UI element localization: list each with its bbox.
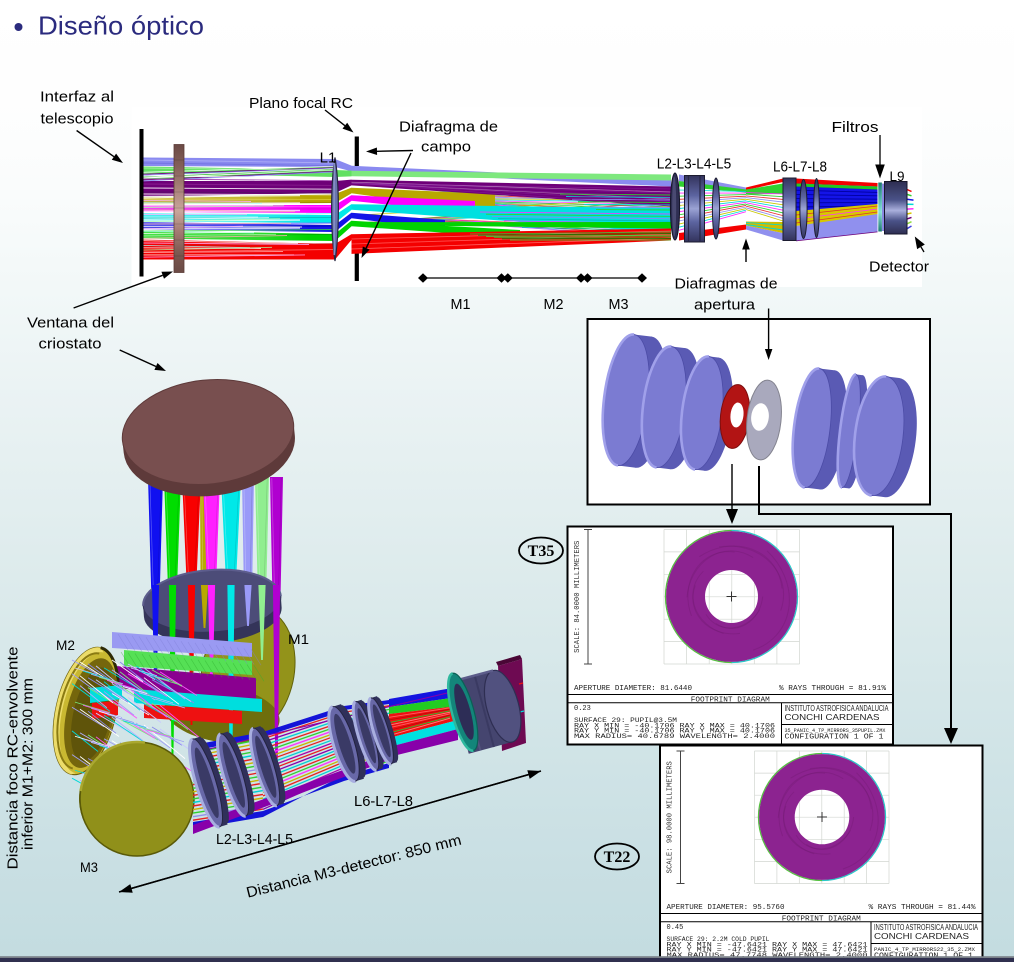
svg-text:FOOTPRINT DIAGRAM: FOOTPRINT DIAGRAM — [691, 696, 770, 704]
svg-text:CONFIGURATION 1 OF 1: CONFIGURATION 1 OF 1 — [785, 733, 884, 741]
svg-text:L6-L7-L8: L6-L7-L8 — [773, 159, 827, 176]
svg-text:RAY X MIN = -40.1706 RAY X MA: RAY X MIN = -40.1706 RAY X MAX = 40.1706 — [574, 722, 776, 729]
svg-text:Distancia foco RC-envolvente: Distancia foco RC-envolvente — [5, 647, 22, 870]
svg-text:RAY Y MIN = -47.6421 RAY Y MA: RAY Y MIN = -47.6421 RAY Y MAX = 47.6421 — [667, 947, 869, 954]
svg-text:L9: L9 — [889, 169, 904, 184]
svg-text:M2: M2 — [56, 637, 75, 653]
svg-text:apertura: apertura — [694, 297, 756, 314]
svg-text:% RAYS THROUGH = 81.91%: % RAYS THROUGH = 81.91% — [779, 685, 887, 693]
svg-text:35_PANIC_4_TP_MIRRORS_35PUPIL.: 35_PANIC_4_TP_MIRRORS_35PUPIL.ZMX — [785, 727, 886, 734]
svg-text:SURFACE 29: 2.2M COLD PUPIL: SURFACE 29: 2.2M COLD PUPIL — [667, 936, 770, 943]
svg-text:MAX RADIUS= 40.6789 WAVELENG: MAX RADIUS= 40.6789 WAVELENGTH= 2.4000 — [574, 733, 776, 740]
svg-text:campo: campo — [421, 139, 471, 156]
svg-text:INSTITUTO ASTROFISICA ANDALUCI: INSTITUTO ASTROFISICA ANDALUCIA — [874, 923, 979, 932]
svg-text:INSTITUTO ASTROFISICA ANDALUCI: INSTITUTO ASTROFISICA ANDALUCIA — [785, 704, 890, 713]
svg-text:L2-L3-L4-L5: L2-L3-L4-L5 — [216, 832, 293, 848]
svg-text:T22: T22 — [604, 849, 631, 866]
svg-text:RAY X MIN = -47.6421 RAY X MA: RAY X MIN = -47.6421 RAY X MAX = 47.6421 — [667, 941, 869, 948]
svg-text:0.45: 0.45 — [667, 924, 684, 932]
svg-text:% RAYS THROUGH = 81.44%: % RAYS THROUGH = 81.44% — [869, 904, 977, 912]
svg-text:0.23: 0.23 — [574, 705, 591, 713]
svg-text:T35: T35 — [528, 543, 555, 560]
svg-text:Diafragmas de: Diafragmas de — [675, 276, 778, 293]
svg-text:Detector: Detector — [869, 259, 929, 276]
svg-text:L2-L3-L4-L5: L2-L3-L4-L5 — [657, 156, 732, 173]
svg-text:M3: M3 — [609, 296, 629, 313]
svg-text:Interfaz al: Interfaz al — [40, 89, 114, 106]
svg-text:Plano focal RC: Plano focal RC — [249, 95, 353, 112]
svg-text:CONCHI CARDENAS: CONCHI CARDENAS — [874, 931, 969, 941]
svg-text:L6-L7-L8: L6-L7-L8 — [354, 794, 413, 810]
svg-text:RAY Y MIN = -40.1706 RAY Y MA: RAY Y MIN = -40.1706 RAY Y MAX = 40.1706 — [574, 728, 776, 735]
svg-text:Filtros: Filtros — [832, 119, 879, 136]
svg-text:criostato: criostato — [39, 336, 102, 353]
svg-text:L1: L1 — [320, 150, 337, 167]
svg-text:telescopio: telescopio — [41, 111, 114, 128]
svg-text:PANIC_4_TP_MIRRORS22_35_2.ZMX: PANIC_4_TP_MIRRORS22_35_2.ZMX — [874, 946, 976, 953]
svg-text:CONCHI CARDENAS: CONCHI CARDENAS — [785, 712, 880, 722]
svg-text:FOOTPRINT DIAGRAM: FOOTPRINT DIAGRAM — [782, 915, 861, 923]
svg-text:inferior M1+M2: 300 mm: inferior M1+M2: 300 mm — [20, 678, 37, 850]
svg-text:M3: M3 — [80, 859, 98, 875]
svg-text:SCALE: 84.0000 MILLIMETERS: SCALE: 84.0000 MILLIMETERS — [574, 541, 582, 653]
svg-text:APERTURE DIAMETER: 81.6440: APERTURE DIAMETER: 81.6440 — [574, 685, 692, 693]
svg-text:APERTURE DIAMETER: 95.5760: APERTURE DIAMETER: 95.5760 — [667, 904, 785, 912]
svg-text:Ventana del: Ventana del — [27, 315, 114, 332]
svg-text:Diafragma de: Diafragma de — [399, 119, 498, 136]
svg-text:M1: M1 — [288, 631, 309, 647]
svg-text:MAX RADIUS= 47.7748 WAVELENG: MAX RADIUS= 47.7748 WAVELENGTH= 2.4000 — [667, 952, 869, 959]
svg-text:SCALE: 98.0000 MILLIMETERS: SCALE: 98.0000 MILLIMETERS — [667, 761, 675, 873]
svg-text:M2: M2 — [544, 296, 564, 313]
svg-text:M1: M1 — [451, 296, 471, 313]
svg-text:SURFACE 29: PUPIL@3.5M: SURFACE 29: PUPIL@3.5M — [574, 717, 678, 724]
svg-text:Diseño óptico: Diseño óptico — [38, 11, 204, 41]
